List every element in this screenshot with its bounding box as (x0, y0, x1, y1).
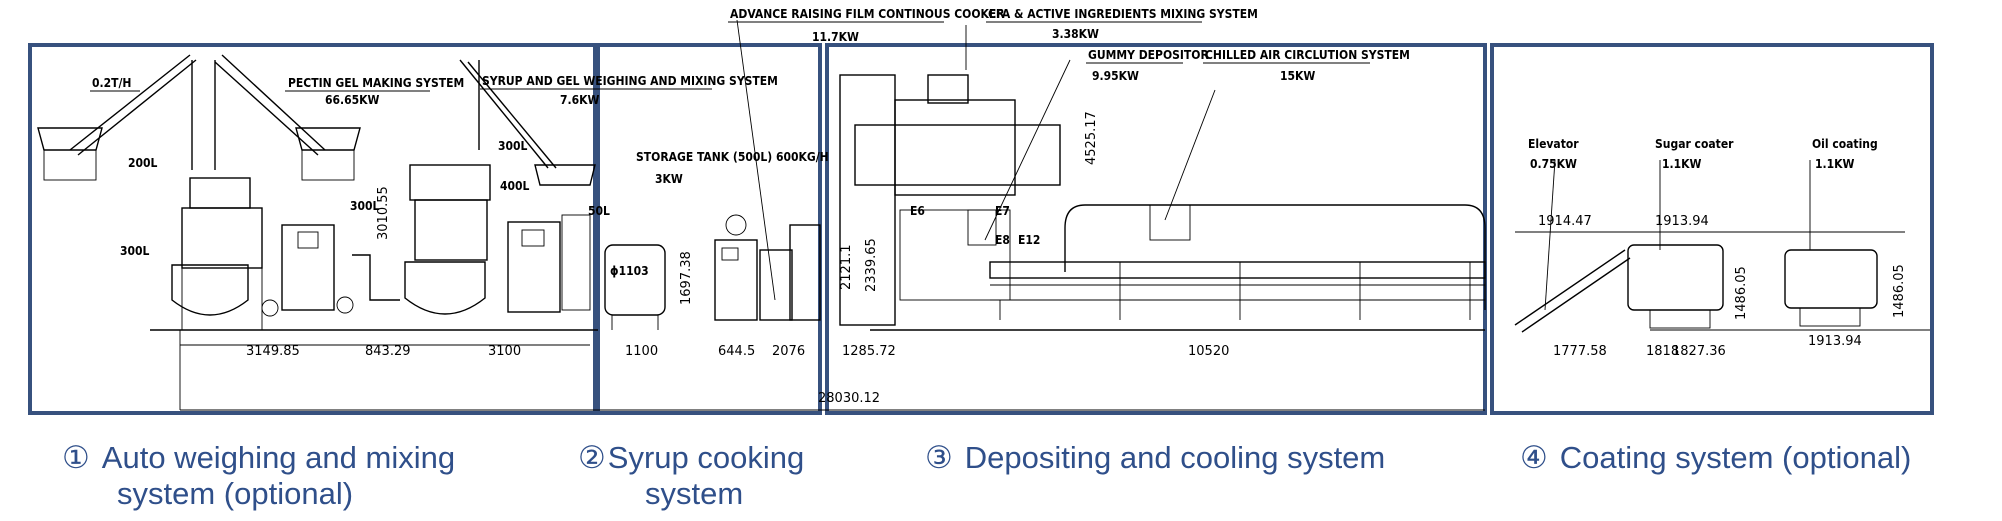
label-elevator-kw: 0.75KW (1530, 157, 1577, 171)
caption-4-line1: Coating system (optional) (1559, 440, 1912, 475)
dim-1777: 1777.58 (1553, 344, 1607, 359)
dim-4525: 4525.17 (1084, 111, 1099, 165)
dim-644: 644.5 (718, 344, 755, 359)
hopper-left (37, 54, 197, 181)
label-tank-300a: 300L (120, 244, 150, 258)
label-e12: E12 (1018, 233, 1040, 247)
sugar-coater (1627, 244, 1724, 329)
label-depositor-kw: 9.95KW (1092, 69, 1139, 83)
chilled-air-tunnel (989, 204, 1486, 320)
frame-section-4 (1490, 43, 1934, 415)
caption-2-line2: system (645, 476, 744, 511)
dim-1100: 1100 (625, 344, 658, 359)
label-storage-tank: STORAGE TANK (500L) 600KG/H (636, 150, 829, 164)
label-sugar-coater: Sugar coater (1655, 137, 1734, 151)
label-chilled-air: CHILLED AIR CIRCLUTION SYSTEM (1205, 48, 1410, 62)
label-cooker-kw: 11.7KW (812, 30, 859, 44)
caption-section-2: ②Syrup cooking system (578, 440, 804, 512)
dim-1827: 1827.36 (1672, 344, 1726, 359)
label-cooker: ADVANCE RAISING FILM CONTINOUS COOKER (730, 7, 1005, 21)
caption-section-3: ③ Depositing and cooling system (925, 440, 1385, 476)
label-chilled-kw: 15KW (1280, 69, 1315, 83)
dim-1486b: 1486.05 (1892, 264, 1907, 318)
dim-1486a: 1486.05 (1734, 266, 1749, 320)
label-syrup-gel-kw: 7.6KW (560, 93, 599, 107)
label-phi: ϕ1103 (610, 264, 649, 278)
cooker-unit (714, 214, 821, 321)
dim-1818: 1818 (1646, 344, 1679, 359)
dim-2076: 2076 (772, 344, 805, 359)
dim-843: 843.29 (365, 344, 411, 359)
caption-3-line1: Depositing and cooling system (964, 440, 1386, 475)
label-tank-50: 50L (588, 204, 610, 218)
dim-total: 28030.12 (818, 391, 880, 406)
dim-2121: 2121.1 (839, 245, 854, 291)
label-oil-coating: Oil coating (1812, 137, 1878, 151)
label-feed-rate: 0.2T/H (92, 76, 131, 90)
label-cfa-kw: 3.38KW (1052, 27, 1099, 41)
dim-10520: 10520 (1188, 344, 1229, 359)
label-storage-kw: 3KW (655, 172, 683, 186)
label-tank-300b: 300L (350, 199, 380, 213)
depositor-frame (839, 74, 1061, 326)
label-e6: E6 (910, 204, 925, 218)
hopper-middle (214, 54, 361, 181)
dim-3010: 3010.55 (376, 186, 391, 240)
dim-1697: 1697.38 (679, 251, 694, 305)
label-e7: E7 (995, 204, 1010, 218)
storage-tank (604, 244, 666, 330)
dim-1285: 1285.72 (842, 344, 896, 359)
label-oil-coating-kw: 1.1KW (1815, 157, 1854, 171)
label-elevator: Elevator (1528, 137, 1579, 151)
caption-4-number: ④ (1520, 440, 1548, 475)
dim-3149: 3149.85 (246, 344, 300, 359)
dim-1914: 1914.47 (1538, 214, 1592, 229)
frame-section-1 (28, 43, 597, 415)
caption-1-line1: Auto weighing and mixing (101, 440, 456, 475)
label-depositor: GUMMY DEPOSITOR (1088, 48, 1209, 62)
label-pectin-kw: 66.65KW (325, 93, 380, 107)
label-tank-200: 200L (128, 156, 158, 170)
dim-2339: 2339.65 (864, 238, 879, 292)
pectin-gel-unit (171, 177, 354, 330)
caption-1-number: ① (62, 440, 90, 475)
elevator-conveyor (1514, 249, 1631, 333)
label-sugar-coater-kw: 1.1KW (1662, 157, 1701, 171)
dim-3100: 3100 (488, 344, 521, 359)
label-cfa: CFA & ACTIVE INGREDIENTS MIXING SYSTEM (988, 7, 1258, 21)
caption-section-4: ④ Coating system (optional) (1520, 440, 1911, 476)
caption-2-line1: Syrup cooking (607, 440, 805, 475)
caption-2-number: ② (578, 440, 606, 475)
label-tank-400: 400L (500, 179, 530, 193)
caption-1-line2: system (optional) (117, 476, 354, 511)
hopper-right (459, 59, 596, 186)
oil-coater (1784, 249, 1878, 327)
caption-3-number: ③ (925, 440, 953, 475)
label-syrup-gel-system: SYRUP AND GEL WEIGHING AND MIXING SYSTEM (482, 74, 778, 88)
syrup-gel-unit (352, 164, 591, 315)
label-e8: E8 (995, 233, 1010, 247)
dim-1913b: 1913.94 (1808, 334, 1862, 349)
dim-1913a: 1913.94 (1655, 214, 1709, 229)
label-pectin-system: PECTIN GEL MAKING SYSTEM (288, 76, 464, 90)
label-tank-300c: 300L (498, 139, 528, 153)
caption-section-1: ① Auto weighing and mixing system (option… (62, 440, 455, 512)
